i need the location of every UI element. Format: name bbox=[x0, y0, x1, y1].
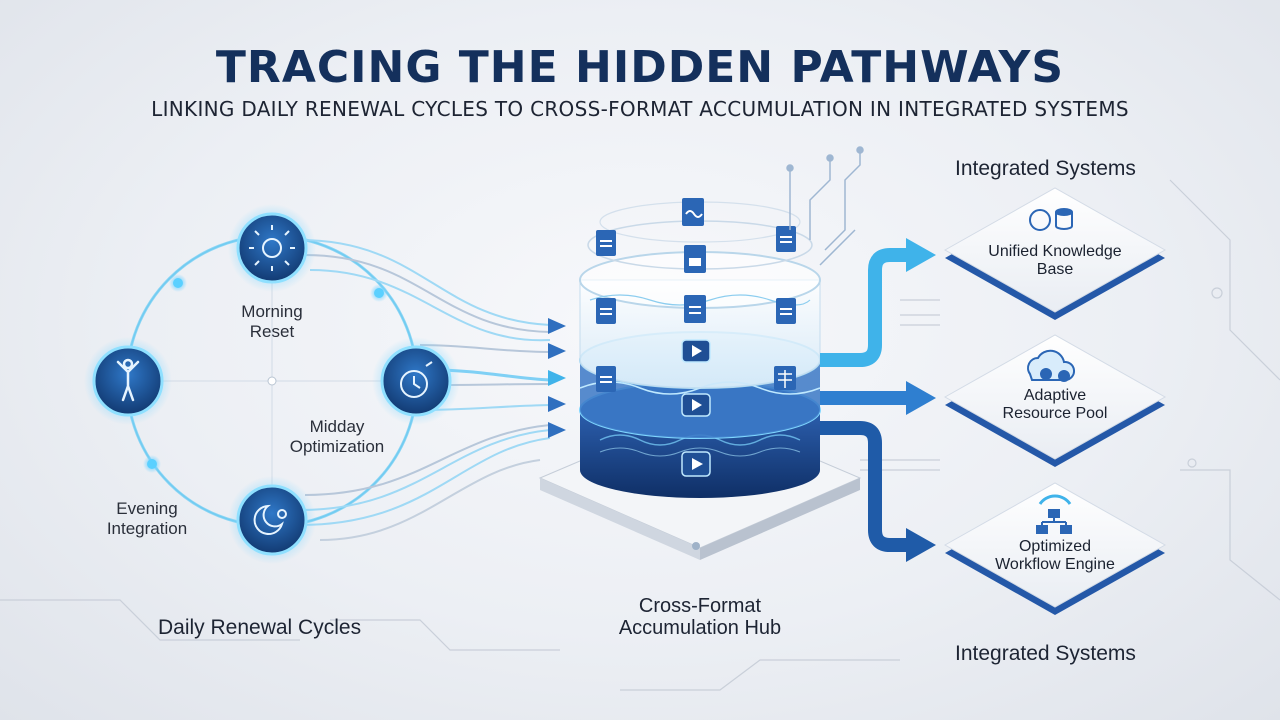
hub-input-arrows bbox=[548, 318, 566, 438]
person-node bbox=[84, 337, 172, 425]
card-adaptive-resource-line1: Adaptive bbox=[1023, 387, 1087, 404]
document-icon bbox=[776, 298, 796, 324]
accumulation-hub bbox=[579, 146, 864, 498]
document-icon bbox=[776, 226, 796, 252]
sun-icon bbox=[249, 225, 295, 271]
output-arrows bbox=[820, 238, 936, 562]
card-adaptive-resource-text: Adaptive Resource Pool bbox=[975, 387, 1135, 423]
integrated-systems-bottom-label: Integrated Systems bbox=[955, 642, 1136, 665]
document-icon bbox=[596, 366, 616, 392]
cloud-gear-icon bbox=[1027, 349, 1075, 382]
daily-renewal-label: Daily Renewal Cycles bbox=[158, 616, 362, 639]
morning-label-line2: Reset bbox=[249, 322, 295, 341]
card-unified-knowledge-text: Unified Knowledge Base bbox=[975, 243, 1135, 279]
page-title: TRACING THE HIDDEN PATHWAYS bbox=[215, 42, 1065, 93]
card-unified-knowledge bbox=[943, 187, 1167, 320]
evening-label: Evening Integration bbox=[92, 499, 202, 539]
card-optimized-workflow-text: Optimized Workflow Engine bbox=[975, 538, 1135, 574]
clock-icon bbox=[400, 361, 433, 398]
spreadsheet-icon bbox=[774, 366, 796, 390]
hub-label-line1: Cross-Format bbox=[638, 595, 762, 617]
document-icon bbox=[596, 298, 616, 324]
card-adaptive-resource-line2: Resource Pool bbox=[1002, 405, 1108, 422]
brain-database-icon bbox=[1029, 208, 1073, 231]
evening-label-line2: Integration bbox=[106, 519, 188, 538]
person-icon bbox=[116, 358, 140, 402]
evening-node bbox=[228, 476, 316, 564]
page-subtitle: LINKING DAILY RENEWAL CYCLES TO CROSS-FO… bbox=[151, 97, 1129, 121]
workflow-icon bbox=[1036, 494, 1072, 534]
video-icon bbox=[681, 451, 711, 477]
midday-label-line2: Optimization bbox=[289, 437, 385, 456]
midday-label: Midday Optimization bbox=[272, 417, 402, 457]
integrated-systems-top-label: Integrated Systems bbox=[955, 157, 1136, 180]
video-icon bbox=[681, 339, 711, 363]
hub-label-line2: Accumulation Hub bbox=[618, 617, 782, 639]
midday-node bbox=[372, 337, 460, 425]
moon-icon bbox=[253, 504, 287, 535]
document-icon bbox=[684, 295, 706, 323]
card-unified-knowledge-line2: Base bbox=[1036, 261, 1074, 278]
video-icon bbox=[681, 393, 711, 417]
card-unified-knowledge-line1: Unified Knowledge bbox=[988, 243, 1122, 260]
card-optimized-workflow-line1: Optimized bbox=[1018, 538, 1092, 555]
card-optimized-workflow-line2: Workflow Engine bbox=[995, 556, 1115, 573]
morning-node bbox=[228, 204, 316, 292]
chart-file-icon bbox=[682, 198, 704, 226]
morning-label-line1: Morning bbox=[241, 302, 303, 321]
background-circuit bbox=[0, 179, 1280, 691]
chart-file-icon bbox=[684, 245, 706, 273]
morning-label: Morning Reset bbox=[222, 302, 322, 342]
card-optimized-workflow bbox=[943, 482, 1167, 615]
document-icon bbox=[596, 230, 616, 256]
card-adaptive-resource bbox=[943, 334, 1167, 467]
midday-label-line1: Midday bbox=[309, 417, 365, 436]
evening-label-line1: Evening bbox=[116, 499, 178, 518]
hub-label: Cross-Format Accumulation Hub bbox=[590, 595, 810, 639]
